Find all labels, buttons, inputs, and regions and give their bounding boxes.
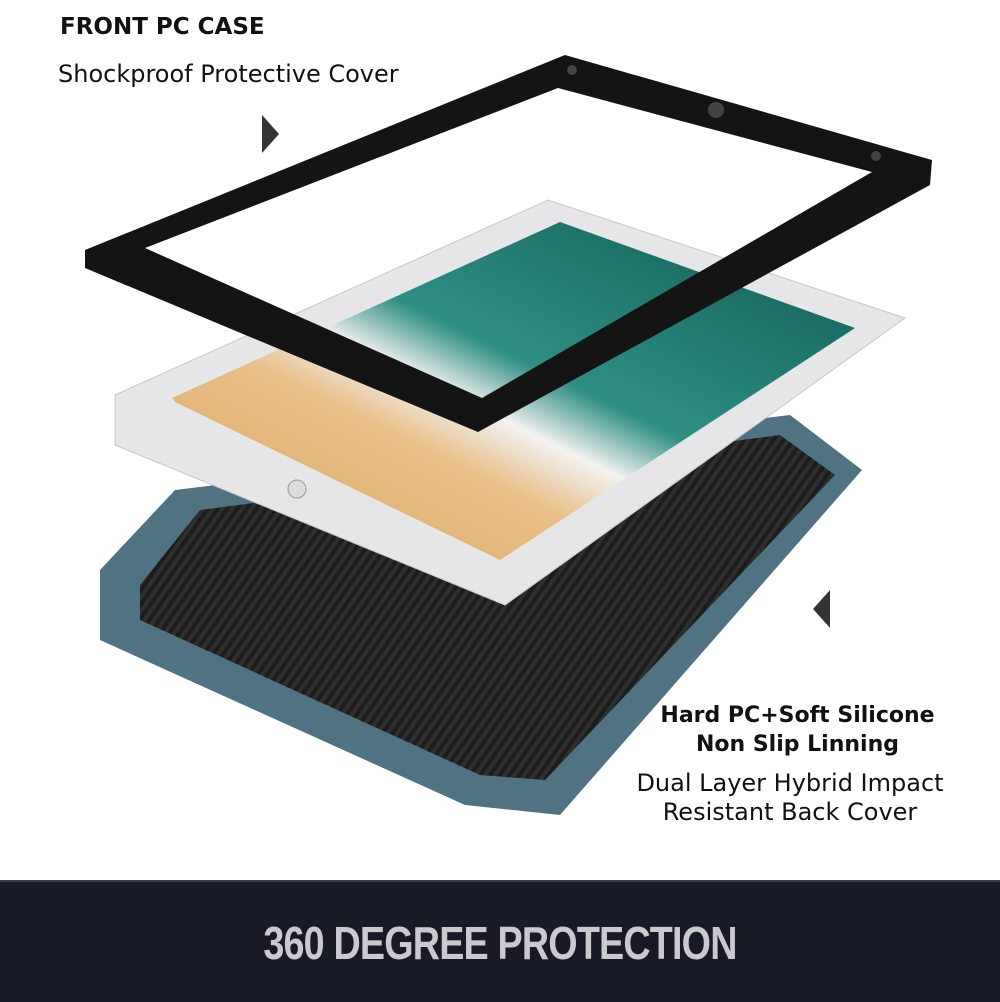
back-case-desc-line2: Resistant Back Cover <box>662 798 918 826</box>
back-case-title-line2: Non Slip Linning <box>695 732 900 757</box>
banner-text: 360 DEGREE PROTECTION <box>263 917 737 969</box>
product-illustration <box>85 55 932 815</box>
front-case-subtitle: Shockproof Protective Cover <box>58 60 399 88</box>
back-case-title-line1: Hard PC+Soft Silicone <box>660 703 935 728</box>
arrow-left-icon <box>813 590 830 628</box>
front-pc-frame <box>85 55 932 432</box>
back-case-desc-line1: Dual Layer Hybrid Impact <box>636 769 944 797</box>
front-case-title: FRONT PC CASE <box>60 14 265 40</box>
home-button <box>287 479 307 499</box>
arrow-right-icon <box>262 115 279 153</box>
bottom-banner: 360 DEGREE PROTECTION <box>0 880 1000 1002</box>
